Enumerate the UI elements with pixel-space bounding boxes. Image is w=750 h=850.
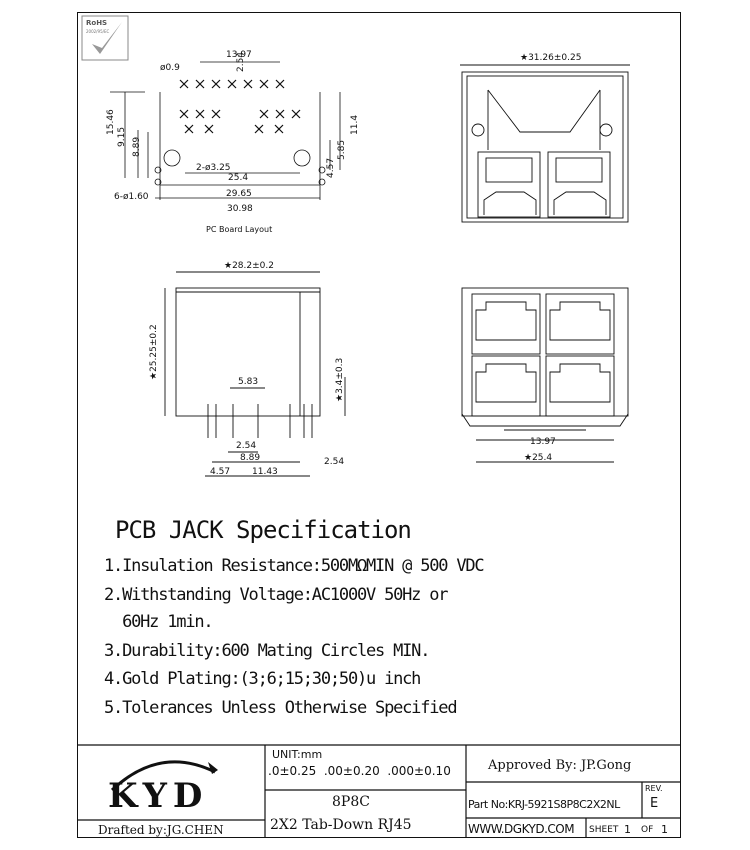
spec-line-6: 5.Tolerances Unless Otherwise Specified (104, 698, 458, 718)
spec-line-5: 4.Gold Plating:(3;6;15;30;50)u inch (104, 669, 421, 689)
side-view-labels: ★28.2±0.2 ★25.25±0.2 ★3.4±0.3 5.83 2.54 … (149, 261, 345, 477)
dim-8-89: 8.89 (132, 137, 142, 157)
dim-13-97: 13.97 (226, 50, 252, 60)
dim-13-97-front: 13.97 (530, 437, 556, 447)
sheet-label: SHEET (589, 825, 619, 835)
dim-29-65: 29.65 (226, 189, 252, 199)
dim-side-2-54b: 2.54 (324, 457, 344, 467)
pcb-layout-labels: 13.97 2.54 ø0.9 15.46 9.15 8.89 11.4 5.8… (106, 50, 360, 234)
drawing-frame (77, 12, 681, 838)
rohs-logo: RoHS 2002/95/EC (81, 15, 129, 61)
title-block-grid (77, 744, 681, 838)
sheet-number: 1 (624, 823, 631, 836)
dim-30-98: 30.98 (227, 204, 253, 214)
dim-9-15: 9.15 (117, 127, 127, 147)
spec-title: PCB JACK Specification (115, 516, 412, 544)
rev-label: REV. (645, 784, 663, 793)
kyd-logo: KYD (108, 776, 209, 816)
rohs-label: RoHS (86, 19, 107, 27)
dim-3-4: ★3.4±0.3 (335, 358, 345, 402)
tolerances: .0±0.25 .00±0.20 .000±0.10 (268, 764, 451, 778)
product-name-2: 2X2 Tab-Down RJ45 (270, 817, 412, 833)
dim-25-4: 25.4 (228, 173, 248, 183)
dim-15-46: 15.46 (106, 109, 116, 135)
pcb-caption: PC Board Layout (206, 225, 272, 234)
dim-side-2-54: 2.54 (236, 441, 256, 451)
front-view (461, 287, 629, 463)
part-number: Part No:KRJ-5921S8P8C2X2NL (468, 798, 620, 811)
spec-line-1: 1.Insulation Resistance:500MΩMIN @ 500 V… (104, 556, 485, 576)
kyd-logo-swoosh (110, 760, 218, 792)
front-top-view (460, 64, 630, 223)
dim-side-4-57: 4.57 (210, 467, 230, 477)
front-top-dims: ★31.26±0.25 (520, 53, 581, 63)
dim-28-2: ★28.2±0.2 (224, 261, 274, 271)
pcb-layout-view (110, 61, 341, 200)
spec-line-3: 60Hz 1min. (104, 612, 214, 632)
approved-by: Approved By: JP.Gong (488, 758, 632, 773)
dim-5-83: 5.83 (238, 377, 258, 387)
website: WWW.DGKYD.COM (468, 822, 575, 836)
dim-hole: ø0.9 (160, 63, 180, 73)
side-view (164, 271, 346, 477)
of-label: OF (641, 825, 654, 835)
drafted-by: Drafted by:JG.CHEN (98, 823, 224, 837)
of-number: 1 (661, 823, 668, 836)
front-view-labels: 13.97 ★25.4 (524, 437, 556, 463)
spec-line-4: 3.Durability:600 Mating Circles MIN. (104, 641, 430, 661)
dim-25-4-front: ★25.4 (524, 453, 552, 463)
product-name-1: 8P8C (332, 794, 370, 810)
rohs-date: 2002/95/EC (86, 29, 109, 34)
dim-side-11-43: 11.43 (252, 467, 278, 477)
dim-31-26: ★31.26±0.25 (520, 53, 581, 63)
dim-small-holes: 6-ø1.60 (114, 192, 149, 202)
dim-2-54: 2.54 (236, 52, 246, 72)
dim-4-57: 4.57 (326, 158, 336, 178)
rev-value: E (650, 796, 659, 811)
dim-5-85: 5.85 (337, 140, 347, 160)
dim-11-4: 11.4 (350, 115, 360, 135)
dim-mount: 2-ø3.25 (196, 163, 231, 173)
dim-side-8-89: 8.89 (240, 453, 260, 463)
spec-line-2: 2.Withstanding Voltage:AC1000V 50Hz or (104, 585, 449, 605)
dim-25-25: ★25.25±0.2 (149, 324, 159, 380)
unit-label: UNIT:mm (272, 748, 323, 761)
